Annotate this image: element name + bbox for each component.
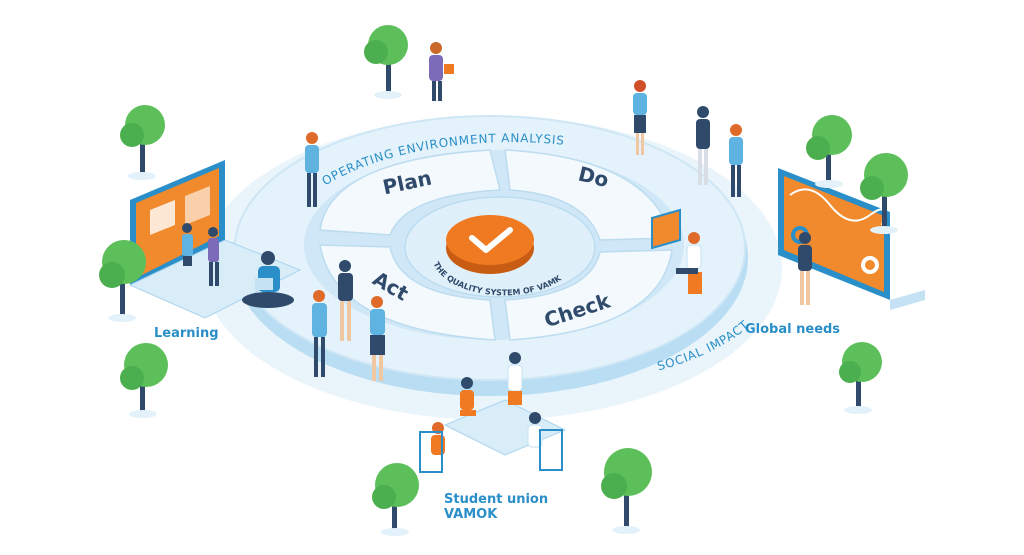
label-student-union-line1: Student union: [444, 492, 549, 507]
person-icon: [429, 42, 454, 101]
person-icon: [182, 223, 193, 266]
tree-icon: [806, 115, 852, 188]
learning-screen: [128, 160, 302, 319]
tree-icon: [601, 448, 652, 534]
person-icon: [798, 232, 812, 305]
tree-icon: [120, 343, 168, 418]
quadrant-plan: [319, 149, 501, 236]
tree-icon: [372, 463, 419, 536]
person-icon: [242, 251, 294, 308]
label-student-union-line2: VAMOK: [444, 507, 498, 522]
label-learning: Learning: [154, 326, 219, 341]
center-button-top: [446, 215, 534, 265]
label-student-union: Student union VAMOK: [444, 492, 548, 522]
person-icon: [729, 124, 743, 197]
tree-icon: [860, 153, 908, 234]
checkmark-icon: [469, 227, 513, 253]
person-icon: [633, 80, 647, 155]
tree-icon: [99, 240, 146, 322]
person-icon: [305, 132, 319, 207]
tree-icon: [364, 25, 408, 99]
label-global-needs: Global needs: [745, 322, 841, 337]
global-needs-dashboard: [778, 168, 925, 310]
tree-icon: [839, 342, 882, 414]
person-icon: [208, 227, 219, 286]
person-icon: [696, 106, 710, 185]
quadrant-act: [319, 244, 496, 341]
person-icon: [676, 232, 702, 274]
desk-monitor: [651, 208, 702, 294]
person-icon: [312, 290, 327, 377]
meeting-group: [419, 352, 567, 473]
tree-icon: [120, 105, 165, 180]
person-icon: [370, 296, 385, 381]
person-icon: [338, 260, 353, 341]
quadrant-check: [504, 249, 673, 341]
